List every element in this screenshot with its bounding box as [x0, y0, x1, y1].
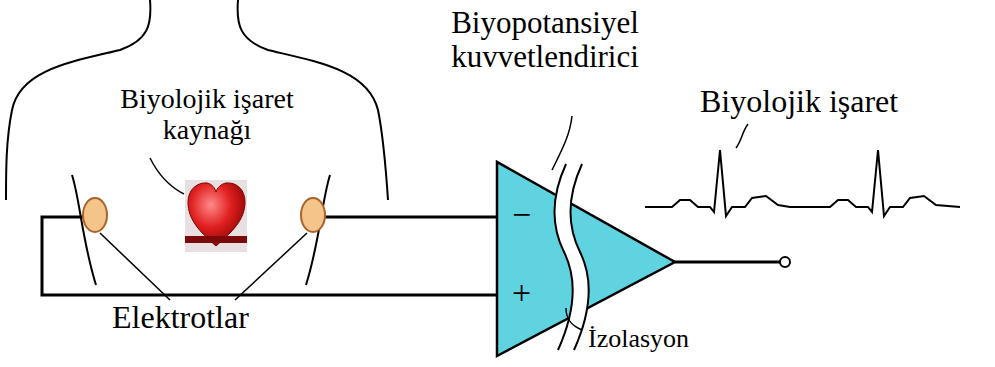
output-terminal	[780, 257, 790, 267]
source-label: Biyolojik işaret kaynağı	[112, 84, 302, 146]
electrode-label: Elektrotlar	[112, 300, 249, 335]
leader-line	[235, 233, 307, 300]
isolation-edge	[570, 164, 588, 350]
leader-line	[552, 116, 572, 170]
pin-label: +	[512, 274, 531, 311]
leader-line	[736, 124, 748, 148]
wire	[42, 217, 497, 295]
signal-label: Biyolojik işaret	[700, 84, 898, 119]
leader-line	[150, 158, 184, 194]
electrode	[83, 198, 107, 232]
electrode	[301, 198, 325, 232]
leader-line	[100, 233, 170, 300]
output-wire	[675, 261, 780, 264]
heart-band	[185, 236, 247, 243]
amplifier-label: Biyopotansiyel kuvvetlendirici	[400, 6, 690, 74]
ecg-waveform	[645, 150, 960, 216]
heart-background	[185, 180, 247, 252]
leader-line	[566, 308, 582, 330]
pin-label: −	[512, 196, 531, 233]
wire	[325, 216, 497, 219]
isolation-label: İzolasyon	[588, 325, 689, 354]
